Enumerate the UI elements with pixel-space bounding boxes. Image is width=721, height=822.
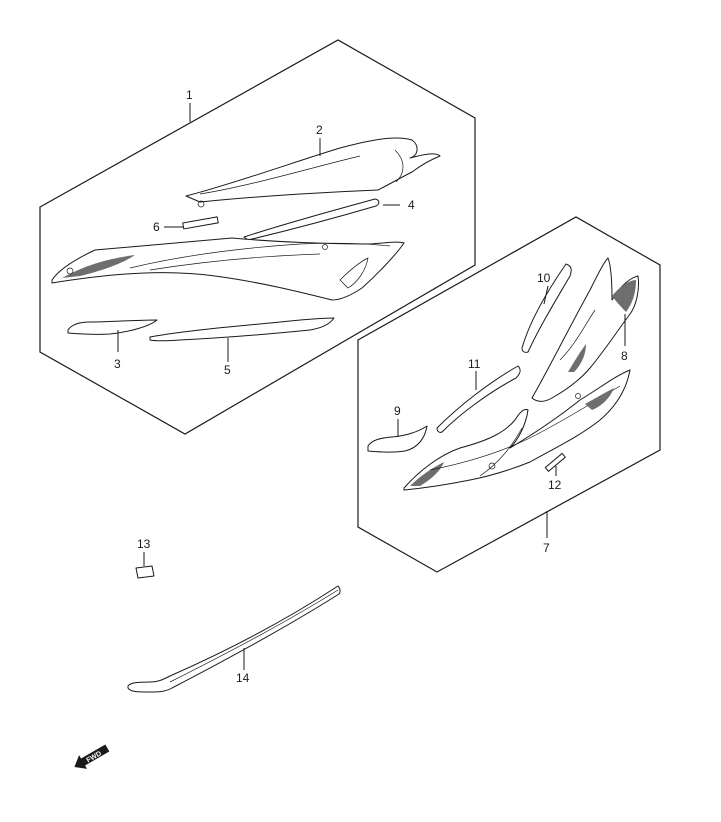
callout-10: 10 <box>537 271 551 285</box>
part-3-trim-piece <box>67 319 158 335</box>
callout-8: 8 <box>621 349 628 363</box>
callout-13: 13 <box>137 537 151 551</box>
callout-7: 7 <box>543 541 550 555</box>
part-14-long-bar <box>127 585 341 693</box>
part-2-upper-cowl <box>185 137 441 208</box>
fwd-label: FWD <box>86 750 103 764</box>
callout-3: 3 <box>114 357 121 371</box>
callout-1: 1 <box>186 88 193 102</box>
part-12-small-piece <box>544 452 566 472</box>
callout-9: 9 <box>394 404 401 418</box>
part-6-small-piece <box>182 216 219 230</box>
callout-11: 11 <box>468 357 481 371</box>
assembly-1-outline <box>39 39 476 435</box>
assembly-7-outline <box>357 216 661 573</box>
callout-labels: 1 2 3 4 5 6 7 8 9 10 11 12 13 14 <box>114 88 628 685</box>
fwd-arrow-icon: FWD <box>74 744 110 769</box>
callout-6: 6 <box>153 220 160 234</box>
part-8-side-panel <box>531 257 639 402</box>
callout-5: 5 <box>224 363 231 377</box>
leader-lines <box>117 103 626 670</box>
callout-14: 14 <box>236 671 250 685</box>
part-5-trim-strip <box>149 317 335 342</box>
part-9-trim-piece <box>367 425 428 453</box>
part-11-trim-strip <box>436 365 521 433</box>
callout-4: 4 <box>408 198 415 212</box>
part-7-side-cowl <box>403 369 631 491</box>
part-4-trim-strip <box>243 198 380 241</box>
callout-2: 2 <box>316 123 323 137</box>
part-1-side-cowl <box>51 237 405 301</box>
callout-12: 12 <box>548 478 562 492</box>
part-13-clip <box>135 565 155 579</box>
